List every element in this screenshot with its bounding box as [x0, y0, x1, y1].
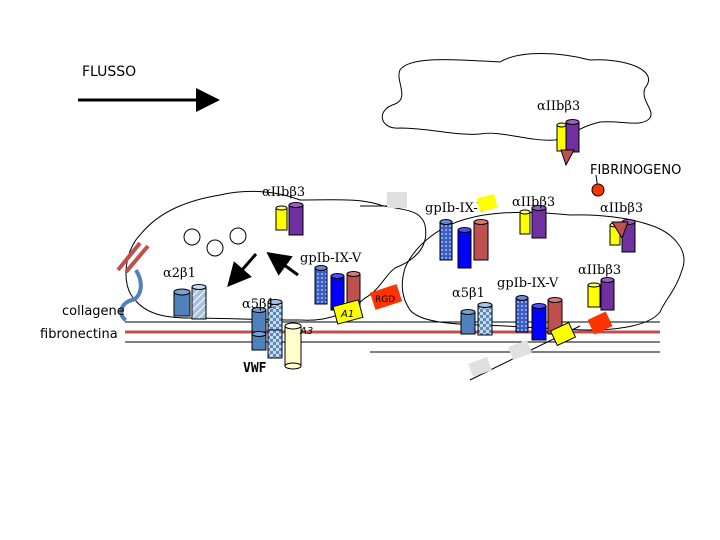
aIIbb3-integrin-right: [609, 219, 636, 253]
vwf-label: VWF: [243, 361, 267, 376]
a5b1-right-label: α5β1: [452, 286, 485, 301]
a2b1-label: α2β1: [163, 266, 196, 281]
collagene-label: collagene: [62, 304, 125, 319]
grey-ligand-wall: [508, 340, 532, 360]
fibronectina-label: fibronectina: [40, 327, 118, 342]
aIIbb3-right1-label: αIIbβ3: [600, 201, 643, 216]
vwf-a1-domain: [332, 299, 364, 325]
aIIbb3-mid-label: αIIbβ3: [512, 195, 555, 210]
flow-label: FLUSSO: [82, 64, 136, 80]
rgd-label: RGD: [375, 295, 395, 305]
grey-ligand-wall: [468, 357, 492, 377]
gpIb-IX-V-complex-mid: [439, 219, 489, 269]
red-ligand-wall: [587, 311, 613, 335]
vwf-molecule: [251, 322, 302, 370]
gpIb-IX-V-complex-left: [314, 265, 361, 311]
a5b1-integrin-right: [460, 302, 493, 336]
yellow-ligand: [476, 193, 498, 213]
grey-ligand: [387, 192, 407, 208]
a2b1-integrin: [173, 284, 207, 320]
vessel-wall: [125, 321, 660, 381]
a5b1-integrin-left: [251, 299, 283, 333]
adhered-platelet-right-outline: [401, 211, 685, 331]
gpIb-right-label: gpIb-IX-V: [497, 276, 559, 291]
gpIb-mid-label: gpIb-IX-V: [425, 201, 487, 216]
a1-label: A1: [340, 309, 354, 320]
gpIb-IX-V-complex-right: [515, 295, 563, 341]
granule: [206, 239, 224, 257]
aIIbb3-integrin-left: [275, 202, 304, 236]
granule: [229, 227, 247, 245]
fibrinogen-label: FIBRINOGENO: [590, 163, 681, 178]
aIIbb3-integrin-top: [556, 119, 580, 167]
aIIbb3-right2-label: αIIbβ3: [578, 263, 621, 278]
rgd-ligand: [369, 284, 403, 310]
granule: [183, 228, 201, 246]
activation-arrow-right: [266, 251, 299, 277]
activation-arrow-left: [227, 253, 258, 288]
gpIb-left-label: gpIb-IX-V: [300, 251, 362, 266]
a5b1-left-label: α5β1: [242, 297, 275, 312]
aIIbb3-integrin-right-lower: [587, 277, 615, 311]
fibrinogen-icon: [591, 183, 605, 197]
collagen-fiber-icon: [116, 241, 150, 322]
aIIbb3-left-label: αIIbβ3: [262, 185, 305, 200]
a3-label: A3: [299, 326, 313, 337]
aIIbb3-integrin-mid: [519, 205, 547, 239]
floating-platelet-outline: [382, 53, 652, 141]
yellow-ligand-wall: [549, 321, 577, 347]
aIIbb3-top-label: αIIbβ3: [537, 99, 580, 114]
